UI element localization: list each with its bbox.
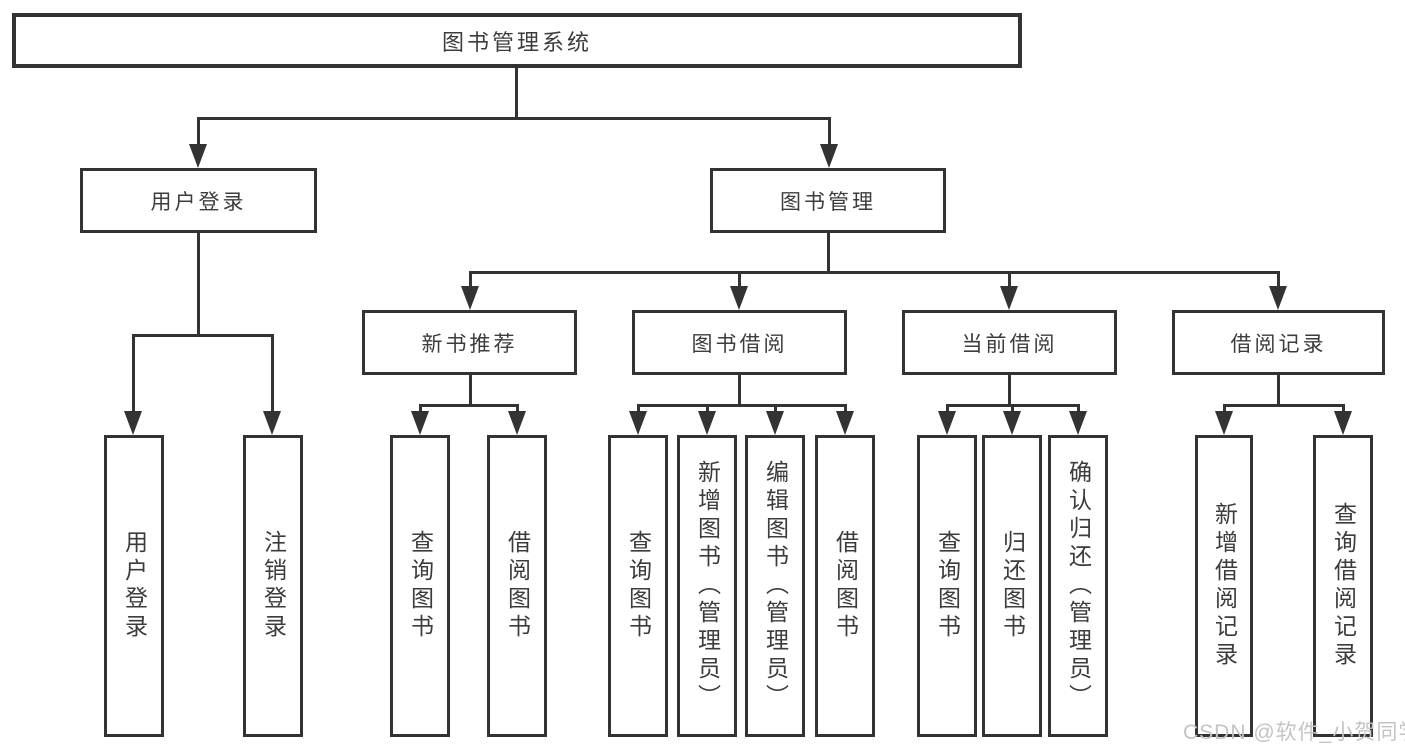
arrowhead-down-icon: [730, 286, 748, 310]
connector-line: [1277, 271, 1280, 289]
connector-line: [827, 233, 830, 273]
connector-line: [1008, 375, 1011, 406]
arrowhead-down-icon: [1334, 411, 1352, 435]
connector-line: [1223, 404, 1226, 416]
arrowhead-down-icon: [1000, 286, 1018, 310]
connector-line: [946, 404, 949, 416]
node-current-borrow: 当前借阅: [902, 310, 1117, 375]
connector-line: [1011, 404, 1014, 416]
arrowhead-down-icon: [836, 411, 854, 435]
leaf-query-books-3: 查询图书: [917, 435, 977, 737]
arrowhead-down-icon: [820, 144, 838, 168]
arrowhead-down-icon: [766, 411, 784, 435]
leaf-edit-books-admin: 编辑图书（管理员）: [745, 435, 805, 737]
arrowhead-down-icon: [938, 411, 956, 435]
arrowhead-down-icon: [698, 411, 716, 435]
connector-line: [271, 334, 274, 414]
node-book-borrow: 图书借阅: [632, 310, 847, 375]
connector-line: [774, 404, 777, 416]
connector-line: [132, 334, 135, 414]
leaf-query-books-1: 查询图书: [390, 435, 450, 737]
connector-line: [1223, 404, 1344, 407]
leaf-user-login: 用户登录: [104, 435, 164, 737]
connector-line: [706, 404, 709, 416]
arrowhead-down-icon: [1069, 411, 1087, 435]
connector-line: [1277, 375, 1280, 406]
connector-line: [828, 117, 831, 147]
arrowhead-down-icon: [263, 411, 281, 435]
connector-line: [637, 404, 846, 407]
arrowhead-down-icon: [1003, 411, 1021, 435]
arrowhead-down-icon: [124, 411, 142, 435]
connector-line: [738, 375, 741, 406]
connector-line: [197, 117, 831, 120]
connector-line: [469, 271, 1280, 274]
connector-line: [738, 271, 741, 289]
connector-line: [1008, 271, 1011, 289]
connector-line: [419, 404, 422, 416]
node-borrow-records: 借阅记录: [1172, 310, 1385, 375]
node-root: 图书管理系统: [12, 13, 1022, 68]
connector-line: [1077, 404, 1080, 416]
arrowhead-down-icon: [461, 286, 479, 310]
arrowhead-down-icon: [1215, 411, 1233, 435]
arrowhead-down-icon: [629, 411, 647, 435]
leaf-borrow-books-2: 借阅图书: [815, 435, 875, 737]
connector-line: [197, 117, 200, 147]
leaf-add-books-admin: 新增图书（管理员）: [677, 435, 737, 737]
connector-line: [1342, 404, 1345, 416]
connector-line: [419, 404, 518, 407]
node-new-book-recommend: 新书推荐: [362, 310, 577, 375]
connector-line: [469, 375, 472, 406]
leaf-confirm-return-admin: 确认归还（管理员）: [1048, 435, 1108, 737]
connector-line: [516, 404, 519, 416]
leaf-return-books: 归还图书: [982, 435, 1042, 737]
node-user-login: 用户登录: [80, 168, 317, 233]
connector-line: [844, 404, 847, 416]
leaf-add-borrow-record: 新增借阅记录: [1195, 435, 1253, 737]
arrowhead-down-icon: [411, 411, 429, 435]
connector-line: [197, 233, 200, 336]
arrowhead-down-icon: [1269, 286, 1287, 310]
leaf-query-borrow-record: 查询借阅记录: [1313, 435, 1373, 737]
connector-line: [515, 68, 518, 119]
connector-line: [132, 334, 273, 337]
leaf-query-books-2: 查询图书: [608, 435, 668, 737]
arrowhead-down-icon: [508, 411, 526, 435]
leaf-logout: 注销登录: [243, 435, 303, 737]
leaf-borrow-books-1: 借阅图书: [487, 435, 547, 737]
node-book-management: 图书管理: [710, 168, 946, 233]
watermark-text: CSDN @软件_小贺同学: [1183, 721, 1405, 744]
connector-line: [637, 404, 640, 416]
connector-line: [469, 271, 472, 289]
arrowhead-down-icon: [189, 144, 207, 168]
